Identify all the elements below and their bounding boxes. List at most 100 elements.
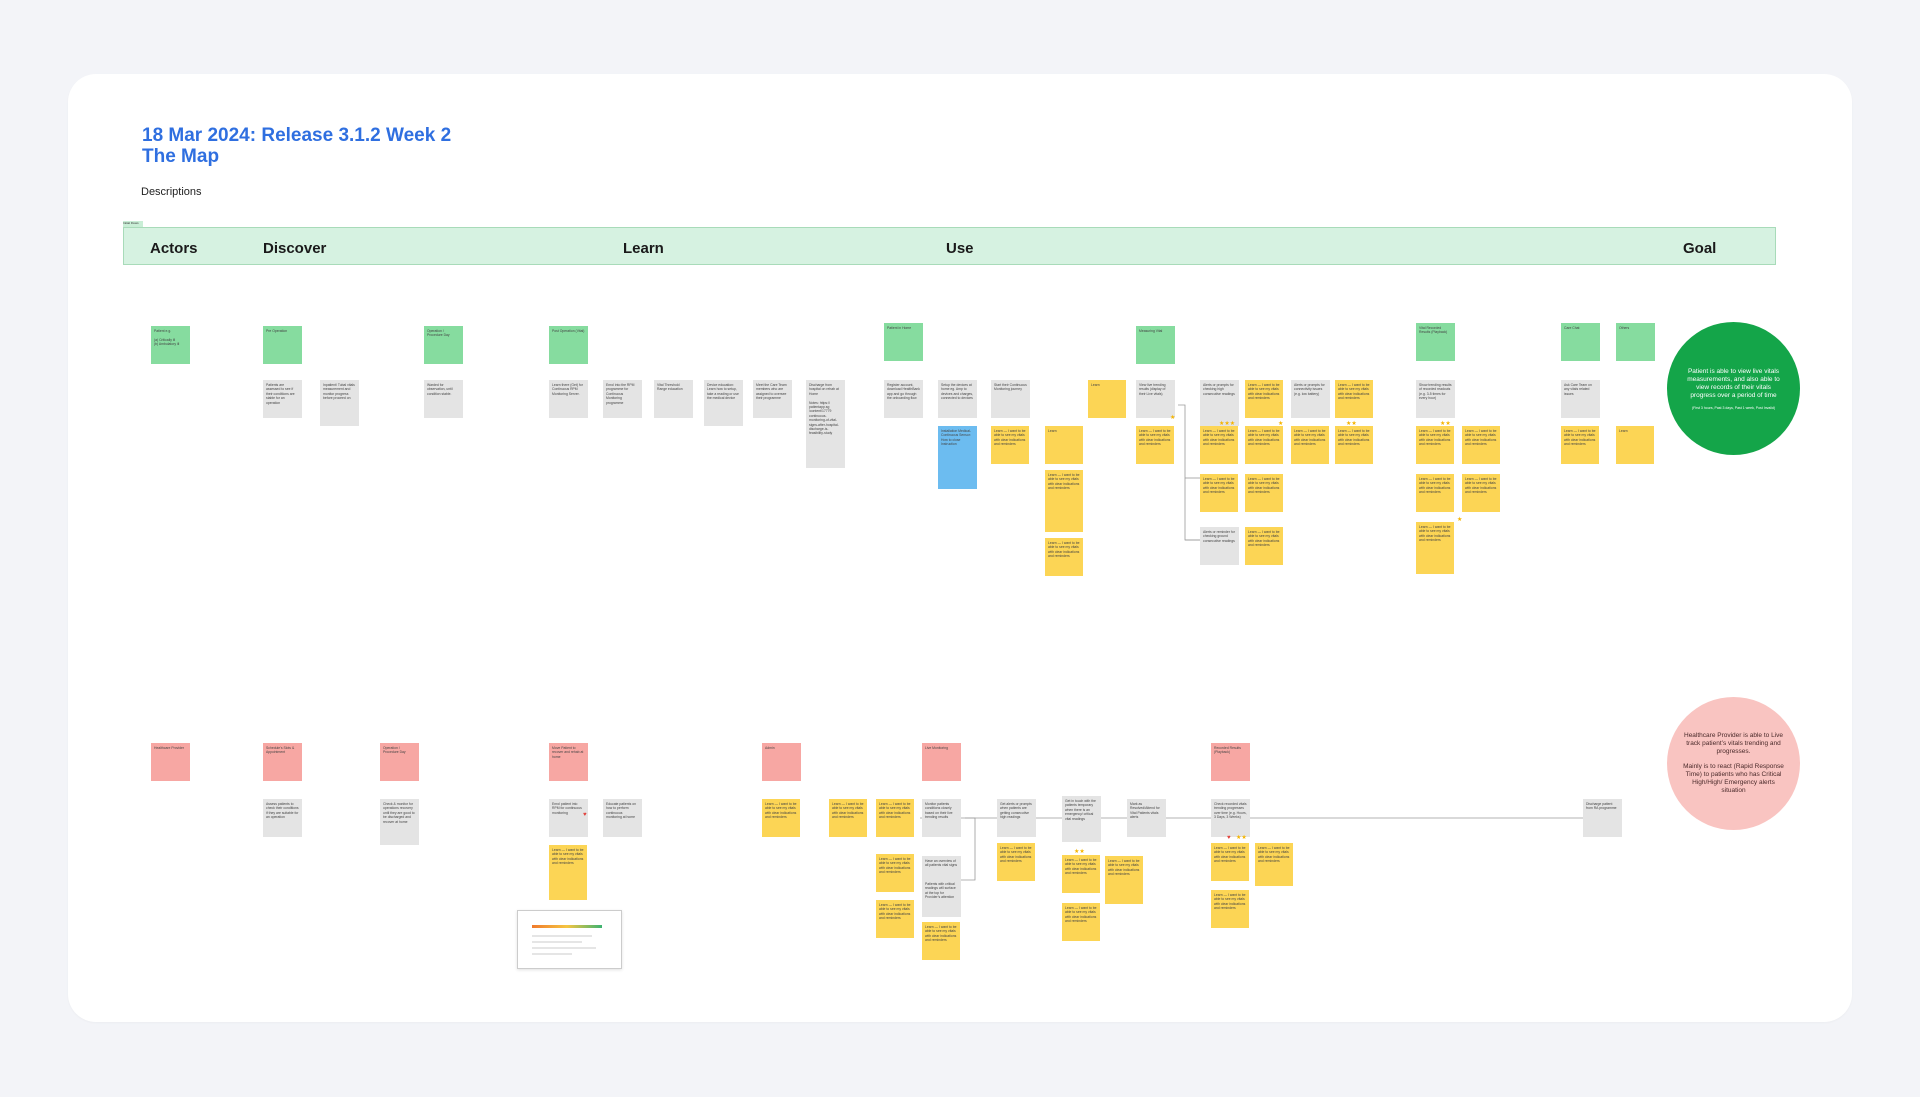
sticky-note[interactable]: Learn — I want to be able to see my vita… xyxy=(997,843,1035,881)
sticky-note[interactable]: Learn — I want to be able to see my vita… xyxy=(1416,426,1454,464)
sticky-note-blue[interactable]: Installation Medical-Continuous Sensor: … xyxy=(938,426,977,489)
star-icon[interactable]: ★★ xyxy=(1074,849,1085,855)
step-card[interactable]: Check recorded vitals trending progresse… xyxy=(1211,799,1250,837)
sticky-note[interactable]: Learn — I want to be able to see my vita… xyxy=(1045,470,1083,532)
header-care-chat[interactable]: Care Chat xyxy=(1561,323,1600,361)
star-icon[interactable]: ★★ xyxy=(1440,421,1451,427)
sticky-note[interactable]: Learn xyxy=(1088,380,1126,418)
screenshot-thumbnail[interactable] xyxy=(517,910,622,969)
step-card[interactable]: Get alerts or prompts when patients are … xyxy=(997,799,1036,837)
header-pre-operation[interactable]: Pre Operation xyxy=(263,326,302,364)
header-move-patient[interactable]: Move Patient to recover and rehab at hom… xyxy=(549,743,588,781)
step-card[interactable]: Alerts or reminder for checking ground c… xyxy=(1200,527,1239,565)
header-others[interactable]: Others xyxy=(1616,323,1655,361)
step-card[interactable]: Get in touch with the patients temporary… xyxy=(1062,796,1101,842)
header-schedule-appointment[interactable]: Schedule’s Slots & Appointment xyxy=(263,743,302,781)
sticky-note[interactable]: Learn — I want to be able to see my vita… xyxy=(1245,380,1283,418)
sticky-note[interactable]: Learn — I want to be able to see my vita… xyxy=(1105,856,1143,904)
sticky-note[interactable]: Learn — I want to be able to see my vita… xyxy=(1245,527,1283,565)
sticky-note[interactable]: Learn — I want to be able to see my vita… xyxy=(1245,426,1283,464)
goal-patient-sub: (First 3 hours, Past 3 days, Past 1 week… xyxy=(1691,405,1776,410)
sticky-note[interactable]: Learn — I want to be able to see my vita… xyxy=(1291,426,1329,464)
sticky-note[interactable]: Learn — I want to be able to see my vita… xyxy=(1416,474,1454,512)
step-card[interactable]: Discharge patient from RA programme xyxy=(1583,799,1622,837)
sticky-note[interactable]: Learn — I want to be able to see my vita… xyxy=(1062,855,1100,893)
step-card[interactable]: Mark as Resolved/Attend for Vital Patien… xyxy=(1127,799,1166,837)
goal-provider-text-1: Healthcare Provider is able to Live trac… xyxy=(1684,732,1783,755)
header-operation-day[interactable]: Operation / Procedure Day xyxy=(380,743,419,781)
step-card[interactable]: Learn there (Get) for Continuous RPM Mon… xyxy=(549,380,588,418)
star-icon[interactable]: ★★★ xyxy=(1219,421,1236,427)
step-card[interactable]: Setup the devices at home eg. Amp to dev… xyxy=(938,380,977,418)
step-card[interactable]: Register account, download HealthBank ap… xyxy=(884,380,923,418)
step-card[interactable]: Meet the Care Team members who are assig… xyxy=(753,380,792,418)
sticky-note[interactable]: Learn — I want to be able to see my vita… xyxy=(1561,426,1599,464)
header-operation-day[interactable]: Operation / Procedure Day xyxy=(424,326,463,364)
step-card[interactable]: Check & monitor for operations recovery … xyxy=(380,799,419,845)
step-card[interactable]: Assess patients to check their condition… xyxy=(263,799,302,837)
sticky-note[interactable]: Learn — I want to be able to see my vita… xyxy=(1211,890,1249,928)
sticky-note[interactable]: Learn — I want to be able to see my vita… xyxy=(876,900,914,938)
sticky-note[interactable]: Learn — I want to be able to see my vita… xyxy=(876,854,914,892)
step-card[interactable]: Patients are assessed to see if their co… xyxy=(263,380,302,418)
sticky-note[interactable]: Learn — I want to be able to see my vita… xyxy=(922,922,960,960)
sticky-note[interactable]: Learn — I want to be able to see my vita… xyxy=(1255,843,1293,886)
sticky-note[interactable]: Learn — I want to be able to see my vita… xyxy=(1200,426,1238,464)
sticky-note[interactable]: Learn — I want to be able to see my vita… xyxy=(1335,380,1373,418)
step-card[interactable]: Patients with critical readings will sur… xyxy=(922,879,961,917)
sticky-note[interactable]: Learn — I want to be able to see my vita… xyxy=(829,799,867,837)
sticky-note[interactable]: Learn — I want to be able to see my vita… xyxy=(876,799,914,837)
sticky-note[interactable]: Learn — I want to be able to see my vita… xyxy=(1045,538,1083,576)
step-card[interactable]: Device education: Learn how to setup, ta… xyxy=(704,380,743,426)
sticky-note[interactable]: Learn — I want to be able to see my vita… xyxy=(1462,426,1500,464)
sticky-note[interactable]: Learn — I want to be able to see my vita… xyxy=(1335,426,1373,464)
star-icon[interactable]: ★ xyxy=(1278,421,1284,427)
thumbnail-row xyxy=(532,947,596,949)
step-card[interactable]: Enrol patient into RPM for continuous mo… xyxy=(549,799,588,837)
step-card[interactable]: Show trending results of recorded readou… xyxy=(1416,380,1455,418)
sticky-note[interactable]: Learn — I want to be able to see my vita… xyxy=(1200,474,1238,512)
step-card[interactable]: Monitor patients conditions closely base… xyxy=(922,799,961,837)
sticky-note[interactable]: Learn — I want to be able to see my vita… xyxy=(1211,843,1249,881)
step-card[interactable]: View live trending results (display of t… xyxy=(1136,380,1175,418)
header-live-monitoring[interactable]: Live Monitoring xyxy=(922,743,961,781)
goal-provider-circle[interactable]: Healthcare Provider is able to Live trac… xyxy=(1667,697,1800,830)
step-card[interactable]: Educate patients on how to perform conti… xyxy=(603,799,642,837)
header-patient[interactable]: Patient e.g. (a) Critically ill (b) Ambu… xyxy=(151,326,190,364)
header-healthcare-provider[interactable]: Healthcare Provider xyxy=(151,743,190,781)
star-icon[interactable]: ★ xyxy=(1457,517,1463,523)
sticky-note[interactable]: Learn — I want to be able to see my vita… xyxy=(1416,522,1454,574)
sticky-note[interactable]: Learn — I want to be able to see my vita… xyxy=(1462,474,1500,512)
header-vital-recorded[interactable]: Vital Recorded Results (Playback) xyxy=(1416,323,1455,361)
sticky-note[interactable]: Learn — I want to be able to see my vita… xyxy=(1136,426,1174,464)
step-card[interactable]: Warded for observation, until condition … xyxy=(424,380,463,418)
heart-icon[interactable]: ♥ xyxy=(583,812,587,818)
goal-patient-circle[interactable]: Patient is able to view live vitals meas… xyxy=(1667,322,1800,455)
step-card[interactable]: Enrol into the RPM programme for Continu… xyxy=(603,380,642,418)
heart-icon[interactable]: ♥ xyxy=(1227,835,1231,841)
star-icon[interactable]: ★ xyxy=(1170,415,1176,421)
header-post-operation[interactable]: Post Operation (Vital) xyxy=(549,326,588,364)
header-measuring-vital[interactable]: Measuring Vital xyxy=(1136,326,1175,364)
star-icon[interactable]: ★★ xyxy=(1346,421,1357,427)
step-card[interactable]: Alerts or prompts for connectivity issue… xyxy=(1291,380,1330,418)
step-card[interactable]: Ask Care Team on any vitals related issu… xyxy=(1561,380,1600,418)
sticky-note[interactable]: Learn — I want to be able to see my vita… xyxy=(1245,474,1283,512)
header-patient-in-home[interactable]: Patient in Home xyxy=(884,323,923,361)
sticky-note[interactable]: Learn — I want to be able to see my vita… xyxy=(1062,903,1100,941)
step-card[interactable]: Inpatient/ Tubal vitals measurement and … xyxy=(320,380,359,426)
step-card[interactable]: Vital Threshold Range education xyxy=(654,380,693,418)
step-card[interactable]: Discharge from hospital on rehab at Home… xyxy=(806,380,845,468)
frame-tag[interactable]: Initial Flows xyxy=(123,221,143,227)
step-card[interactable]: Start their Continuous Monitoring journe… xyxy=(991,380,1030,418)
header-recorded-results[interactable]: Recorded Results (Playback) xyxy=(1211,743,1250,781)
sticky-note[interactable]: Learn — I want to be able to see my vita… xyxy=(991,426,1029,464)
sticky-note[interactable]: Learn — I want to be able to see my vita… xyxy=(549,845,587,900)
step-card[interactable]: Alerts or prompts for checking high cons… xyxy=(1200,380,1239,426)
sticky-note[interactable]: Learn — I want to be able to see my vita… xyxy=(762,799,800,837)
header-admin[interactable]: Admin xyxy=(762,743,801,781)
sticky-note[interactable]: Learn xyxy=(1045,426,1083,464)
sticky-note[interactable]: Learn xyxy=(1616,426,1654,464)
star-icon[interactable]: ★★ xyxy=(1236,835,1247,841)
